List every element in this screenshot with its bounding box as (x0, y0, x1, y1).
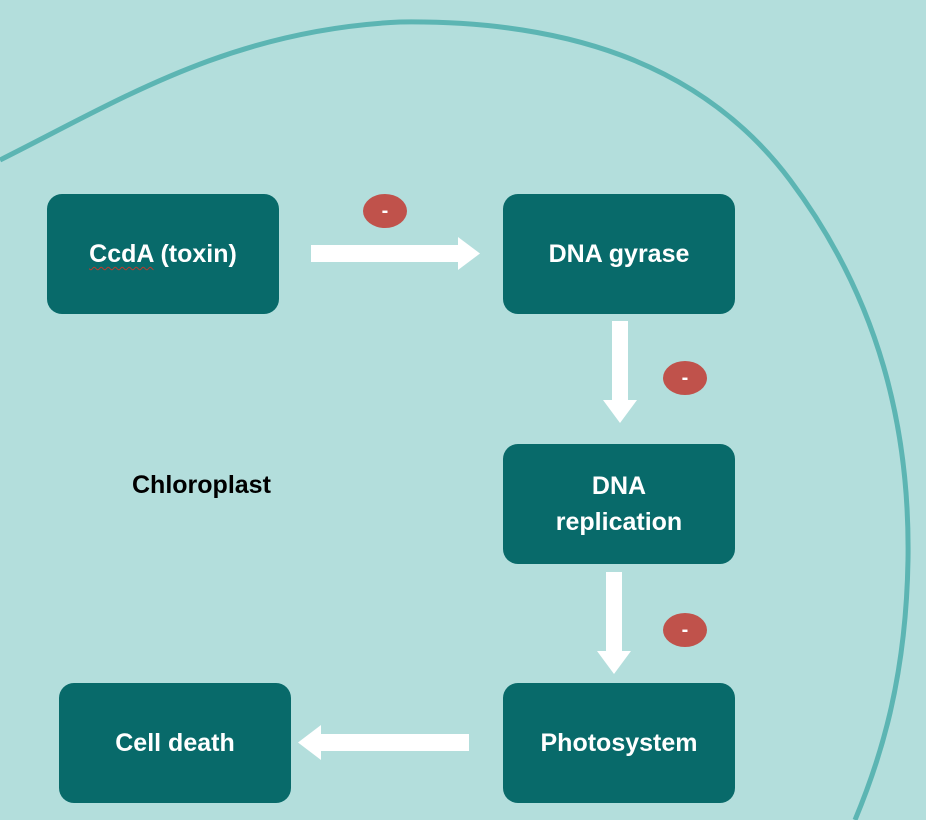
chloroplast-label: Chloroplast (132, 471, 271, 499)
node-dna-gyrase: DNA gyrase (503, 194, 735, 314)
arrow-photosystem-to-cell-death (298, 725, 469, 760)
node-ccda-toxin: CcdA (toxin) (47, 194, 279, 314)
node-cell-death: Cell death (59, 683, 291, 803)
node-dna-gyrase-label: DNA gyrase (548, 240, 690, 268)
chloroplast-membrane (0, 19, 911, 820)
inhibition-badge-1: - (363, 194, 407, 228)
node-dna-replication: DNA replication (503, 444, 735, 564)
node-dna-replication-label: DNA replication (555, 472, 683, 536)
arrow-replication-to-photosystem (597, 572, 631, 674)
node-photosystem-label: Photosystem (540, 729, 698, 757)
node-ccda-suffix: (toxin) (153, 240, 237, 268)
inhibition-badge-3: - (663, 613, 707, 647)
node-ccda-label: CcdA (toxin) (89, 236, 237, 272)
node-cell-death-label: Cell death (115, 729, 235, 757)
arrow-toxin-to-gyrase (311, 237, 480, 270)
node-ccda-name: CcdA (89, 240, 154, 268)
node-photosystem: Photosystem (503, 683, 735, 803)
inhibition-badge-2: - (663, 361, 707, 395)
arrow-gyrase-to-replication (603, 321, 637, 423)
